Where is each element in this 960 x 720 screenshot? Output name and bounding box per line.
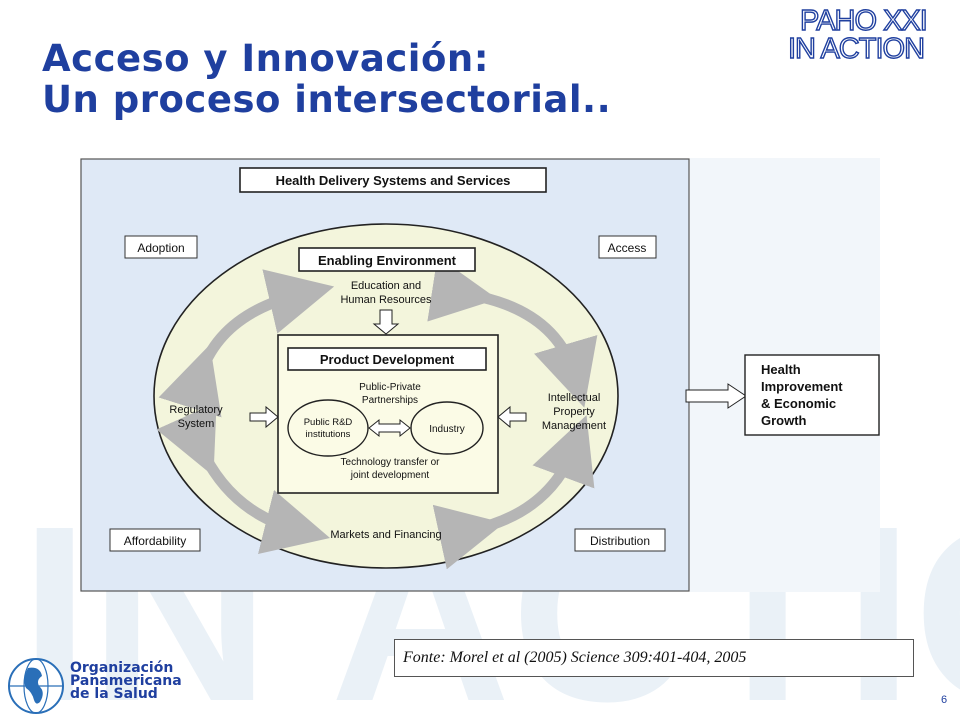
double-arrow-rd-industry: [368, 418, 411, 438]
arrow-top-right: [427, 256, 598, 408]
regulatory-line-2: System: [178, 418, 215, 430]
org-line-3: de la Salud: [70, 686, 158, 702]
affordability-label: Affordability: [124, 534, 186, 548]
education-line-1: Education and: [351, 280, 421, 292]
outcome-line-4: Growth: [761, 413, 807, 428]
paho-globe-logo: [8, 658, 64, 714]
title-line-1: Acceso y Innovación:: [42, 37, 490, 80]
innovation-diagram: Health Delivery Systems and Services Ado…: [80, 158, 880, 592]
regulatory-line-1: Regulatory: [169, 404, 223, 416]
arrow-left-into-product: [497, 405, 527, 429]
ip-line-2: Property: [553, 406, 595, 418]
adoption-box: [124, 235, 198, 259]
output-arrow: [685, 383, 747, 409]
enabling-title: Enabling Environment: [318, 253, 457, 268]
public-rd-line-1: Public R&D: [304, 417, 353, 428]
page-number: 6: [941, 694, 948, 706]
outcome-box: [744, 354, 880, 436]
paho-xxi-logo: PAHO XXI IN ACTION: [787, 4, 928, 62]
ppp-line-1: Public-Private: [359, 382, 421, 393]
markets-label: Markets and Financing: [330, 529, 441, 541]
outcome-line-2: Improvement: [761, 379, 843, 394]
access-label: Access: [608, 241, 647, 255]
ppp-line-2: Partnerships: [362, 395, 418, 406]
organization-name: Organización Panamericana de la Salud: [70, 660, 182, 702]
public-rd-line-2: institutions: [306, 429, 351, 440]
ip-line-3: Management: [542, 420, 606, 432]
title-line-2: Un proceso intersectorial..: [42, 78, 612, 121]
logo-line-2: IN ACTION: [788, 33, 924, 62]
source-citation: Fonte: Morel et al (2005) Science 309:40…: [394, 639, 914, 677]
outcome-line-1: Health: [761, 362, 801, 377]
logo-line-1: PAHO XXI: [800, 5, 927, 37]
industry-circle: [410, 401, 484, 455]
education-line-2: Human Resources: [340, 294, 432, 306]
arrow-down-into-product: [372, 309, 400, 335]
arrow-bottom-left: [156, 402, 331, 554]
outer-title: Health Delivery Systems and Services: [276, 173, 511, 188]
product-title: Product Development: [320, 352, 455, 367]
tech-transfer-line-1: Technology transfer or: [341, 457, 441, 468]
enabling-title-box: [298, 247, 476, 272]
product-title-box: [287, 347, 487, 371]
ip-line-1: Intellectual: [548, 392, 601, 404]
arrow-top-left: [158, 269, 335, 418]
access-box: [598, 235, 657, 259]
tech-transfer-line-2: joint development: [350, 470, 430, 481]
industry-label: Industry: [429, 424, 465, 435]
public-rd-circle: [287, 399, 369, 457]
arrow-right-into-product: [249, 405, 279, 429]
org-line-1: Organización: [70, 660, 174, 676]
adoption-label: Adoption: [137, 241, 184, 255]
outer-title-box: [239, 167, 547, 193]
org-line-2: Panamericana: [70, 673, 182, 689]
slide-title: Acceso y Innovación: Un proceso intersec…: [42, 38, 611, 120]
arrow-bottom-right: [432, 415, 595, 570]
distribution-label: Distribution: [590, 534, 650, 548]
outcome-line-3: & Economic: [761, 396, 836, 411]
